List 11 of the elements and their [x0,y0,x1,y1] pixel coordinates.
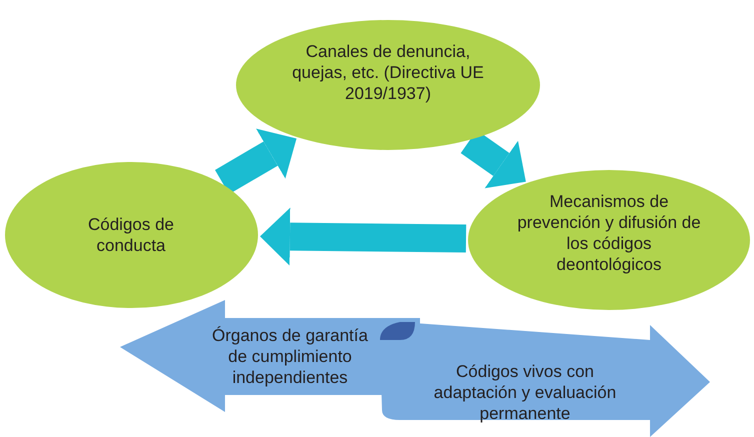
ellipse-node [5,162,258,308]
node-text: Códigos vivos con adaptación y evaluación permanente [432,360,618,424]
block-arrow [260,208,466,266]
ellipse-node [236,20,540,150]
ellipse-node [468,170,750,310]
node-text: Canales de denuncia, quejas, etc. (Directiva UE 2019/1937) [291,40,485,104]
block-arrow [214,128,297,194]
block-arrow-node [380,322,710,437]
node-text: Códigos de conducta [86,214,175,256]
node-text: Mecanismos de prevención y difusión de los códigos deontológicos [516,191,702,275]
node-text: Órganos de garantía de cumplimiento independientes [211,324,369,388]
